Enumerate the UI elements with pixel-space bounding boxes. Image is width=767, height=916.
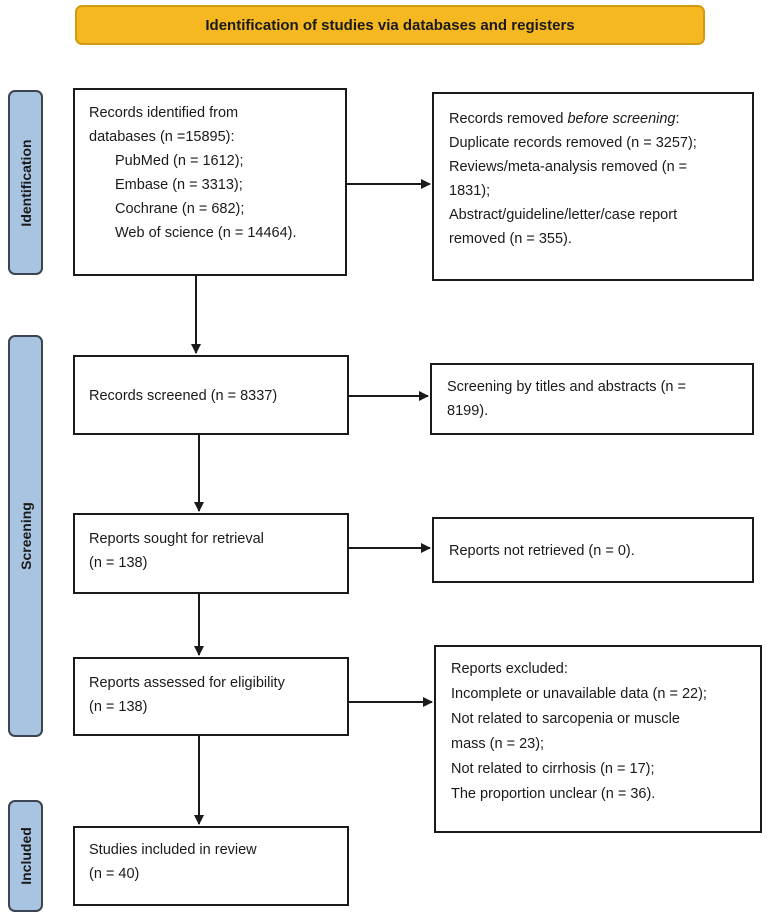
reports-assessed-line1: Reports assessed for eligibility — [89, 675, 285, 691]
reports-excluded-incomplete: Incomplete or unavailable data (n = 22); — [451, 686, 707, 702]
records-removed-reviews-count: 1831); — [449, 183, 491, 199]
banner-title: Identification of studies via databases … — [205, 16, 575, 34]
records-screened-box: Records screened (n = 8337) — [73, 355, 349, 435]
screening-excluded-box: Screening by titles and abstracts (n = 8… — [430, 363, 754, 435]
screening-excluded-line1: Screening by titles and abstracts (n = — [447, 379, 686, 395]
reports-excluded-not-sarcopenia-count: mass (n = 23); — [451, 736, 545, 752]
reports-excluded-heading: Reports excluded: — [451, 661, 568, 677]
reports-excluded-not-sarcopenia: Not related to sarcopenia or muscle — [451, 711, 680, 727]
studies-included-box: Studies included in review (n = 40) — [73, 826, 349, 906]
reports-assessed-line2: (n = 138) — [89, 699, 148, 715]
reports-sought-line1: Reports sought for retrieval — [89, 531, 264, 547]
source-cochrane: Cochrane (n = 682); — [115, 201, 245, 217]
reports-excluded-proportion-unclear: The proportion unclear (n = 36). — [451, 786, 656, 802]
records-removed-reviews: Reviews/meta-analysis removed (n = — [449, 159, 688, 175]
records-identified-line2: databases (n =15895): — [89, 129, 235, 145]
studies-included-line2: (n = 40) — [89, 866, 140, 882]
records-removed-duplicates: Duplicate records removed (n = 3257); — [449, 135, 697, 151]
reports-not-retrieved-text: Reports not retrieved (n = 0). — [449, 543, 635, 559]
reports-excluded-box: Reports excluded: Incomplete or unavaila… — [434, 645, 762, 833]
source-pubmed: PubMed (n = 1612); — [115, 153, 244, 169]
records-screened-text: Records screened (n = 8337) — [89, 388, 278, 404]
records-identified-line1: Records identified from — [89, 105, 239, 121]
reports-excluded-not-cirrhosis: Not related to cirrhosis (n = 17); — [451, 761, 655, 777]
records-removed-abstracts: Abstract/guideline/letter/case report — [449, 207, 678, 223]
source-web-of-science: Web of science (n = 14464). — [115, 225, 297, 241]
reports-not-retrieved-box: Reports not retrieved (n = 0). — [432, 517, 754, 583]
records-removed-box: Records removed before screening: Duplic… — [432, 92, 754, 281]
records-removed-heading: Records removed before screening: — [449, 111, 680, 127]
source-embase: Embase (n = 3313); — [115, 177, 243, 193]
reports-sought-line2: (n = 138) — [89, 555, 148, 571]
reports-assessed-box: Reports assessed for eligibility (n = 13… — [73, 657, 349, 736]
studies-included-line1: Studies included in review — [89, 842, 257, 858]
phase-identification: Identification — [8, 90, 43, 275]
records-identified-box: Records identified from databases (n =15… — [73, 88, 347, 276]
phase-screening: Screening — [8, 335, 43, 737]
records-removed-abstracts-count: removed (n = 355). — [449, 231, 572, 247]
banner: Identification of studies via databases … — [75, 5, 705, 45]
phase-included: Included — [8, 800, 43, 912]
reports-sought-box: Reports sought for retrieval (n = 138) — [73, 513, 349, 594]
screening-excluded-line2: 8199). — [447, 403, 489, 419]
